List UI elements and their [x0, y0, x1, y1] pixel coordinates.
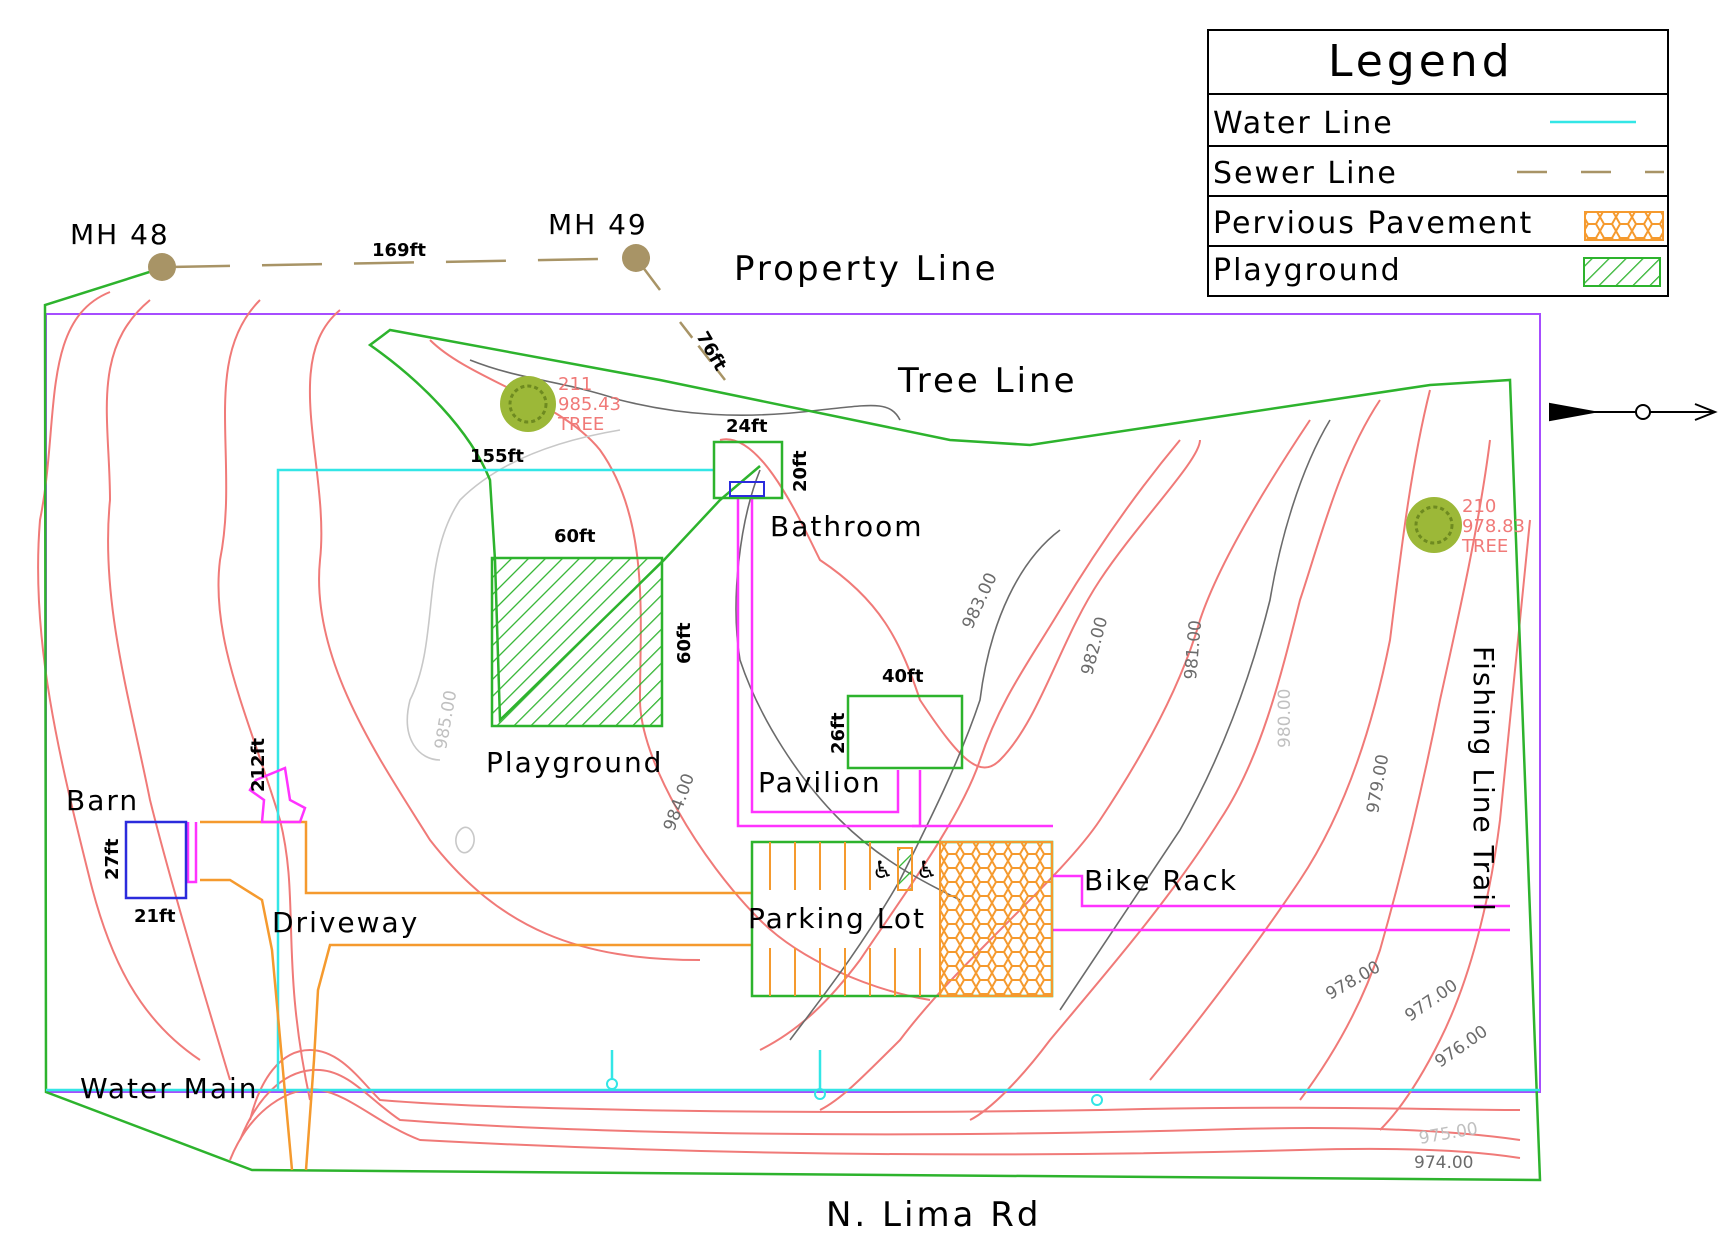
contour-label: 983.00: [958, 570, 1001, 632]
north-arrow-icon: [1549, 402, 1718, 422]
tree-line-boundary: [43, 266, 1542, 1182]
barn-label: Barn: [66, 784, 139, 817]
fishing-trail-label: Fishing Line Trail: [1467, 646, 1500, 913]
dimension-bath-width: 24ft: [726, 416, 768, 437]
tree-210-kind: TREE: [1461, 536, 1508, 557]
manhole-48-icon: [148, 253, 176, 281]
contour-label: 977.00: [1401, 976, 1461, 1027]
dimension-drive-length: 212ft: [248, 738, 269, 792]
manhole-49-label: MH 49: [548, 208, 648, 241]
contour-label: 982.00: [1078, 615, 1113, 678]
water-line: [46, 468, 1540, 1092]
legend-item-label: Pervious Pavement: [1213, 206, 1533, 241]
bathroom-fixture: [729, 481, 765, 497]
pervious-pavement-area: [939, 841, 1053, 997]
legend: Legend Water Line Sewer Line Pervious Pa…: [1207, 29, 1669, 297]
property-line-boundary: [45, 313, 1541, 1093]
dimension-bath-depth: 20ft: [790, 450, 811, 492]
tree-line-label: Tree Line: [897, 361, 1078, 401]
tree-210-icon: [1406, 497, 1462, 553]
playground-label: Playground: [486, 746, 663, 779]
playground-hatch-swatch-icon: [1583, 257, 1661, 287]
dimension-water-run: 155ft: [470, 446, 524, 467]
property-line-label: Property Line: [734, 249, 999, 289]
parking-lot-label: Parking Lot: [748, 902, 926, 935]
hydrant-icon: [814, 1088, 826, 1100]
parking-lot: ♿ ♿: [750, 840, 1054, 998]
dimension-pavilion-depth: 26ft: [828, 712, 849, 754]
playground-area: [490, 556, 664, 728]
legend-title: Legend: [1328, 36, 1514, 87]
pavilion-footprint: [846, 694, 964, 770]
driveway-turnaround: [248, 766, 307, 824]
legend-item-label: Water Line: [1213, 106, 1394, 141]
tree-210-elevation: 978.83: [1462, 516, 1525, 537]
contour-label: 980.00: [1275, 689, 1295, 748]
tree-211-id: 211: [558, 374, 592, 395]
contour-label: 975.00: [1417, 1119, 1479, 1149]
contour-label: 979.00: [1363, 753, 1393, 815]
hydrant-icon: [1091, 1094, 1103, 1106]
barn-footprint: [124, 820, 188, 900]
dimension-sewer-run: 169ft: [372, 240, 426, 261]
pervious-pavement-swatch-icon: [1584, 211, 1664, 241]
road-label: N. Lima Rd: [826, 1195, 1041, 1233]
manhole-49-icon: [622, 244, 650, 272]
existing-contours-light: [406, 429, 621, 854]
contour-label: 974.00: [1414, 1153, 1473, 1173]
bike-rack-label: Bike Rack: [1084, 864, 1238, 897]
driveway-edges: [200, 820, 752, 1171]
contour-label: 985.00: [431, 689, 461, 751]
bathroom-footprint: [712, 440, 784, 500]
legend-item-label: Sewer Line: [1213, 156, 1398, 191]
dimension-pavilion-width: 40ft: [882, 666, 924, 687]
tree-211-kind: TREE: [557, 414, 604, 435]
contour-label: 984.00: [660, 771, 699, 834]
bathroom-label: Bathroom: [770, 510, 924, 543]
accessible-parking-icon: ♿: [872, 856, 894, 884]
contour-label: 981.00: [1181, 619, 1206, 680]
dimension-play-width: 60ft: [554, 526, 596, 547]
pavilion-label: Pavilion: [758, 766, 882, 799]
water-main-label: Water Main: [80, 1072, 259, 1105]
tree-210-id: 210: [1462, 496, 1496, 517]
tree-211-icon: [500, 376, 556, 432]
dimension-barn-width: 21ft: [134, 906, 176, 927]
sewer-line: [169, 256, 726, 381]
dimension-barn-depth: 27ft: [102, 838, 123, 880]
walkways: [186, 496, 1510, 932]
contour-label: 978.00: [1323, 957, 1385, 1004]
hydrant-icon: [606, 1078, 618, 1090]
manhole-48-label: MH 48: [70, 218, 170, 251]
contour-lines: [37, 291, 1531, 1161]
contour-label: 976.00: [1431, 1022, 1491, 1073]
tree-211-elevation: 985.43: [558, 394, 621, 415]
driveway-label: Driveway: [272, 906, 419, 939]
dimension-play-depth: 60ft: [674, 622, 695, 664]
dimension-sewer-spur: 76ft: [692, 328, 731, 375]
legend-item-label: Playground: [1213, 253, 1402, 288]
accessible-parking-icon: ♿: [916, 856, 938, 884]
